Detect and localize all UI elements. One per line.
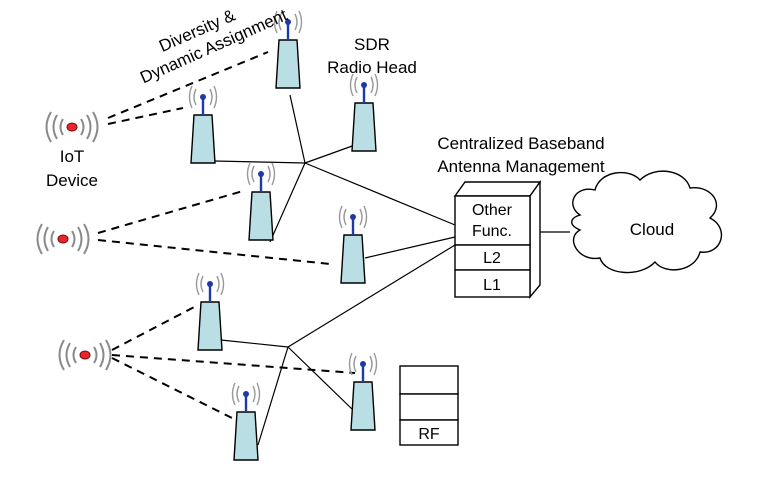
other-func-label-line1: Other	[472, 202, 513, 219]
fronthaul-links	[213, 94, 570, 446]
other-func-label-line2: Func.	[472, 223, 512, 240]
radio-head-icon	[231, 381, 261, 462]
radio-head-icon	[195, 271, 225, 352]
central-label-line1: Centralized Baseband	[437, 134, 604, 153]
l1-label: L1	[483, 277, 501, 294]
iot-device-icon	[58, 339, 112, 371]
radio-head-icon	[348, 351, 378, 432]
radio-head-icon	[246, 161, 276, 242]
radio-head-icon	[349, 72, 379, 153]
iot-device-icon	[45, 111, 99, 143]
radio-head-icon	[338, 204, 368, 285]
baseband-stack	[453, 179, 542, 299]
iot-label-line2: Device	[46, 171, 98, 190]
cloud-icon	[571, 170, 723, 274]
rf-label: RF	[418, 426, 440, 443]
iot-device-icon	[36, 223, 90, 255]
cloud-label: Cloud	[630, 220, 674, 239]
radio-head-icon	[188, 84, 218, 165]
sdr-label-line1: SDR	[354, 35, 390, 54]
central-label-line2: Antenna Management	[437, 157, 605, 176]
iot-label-line1: IoT	[60, 147, 85, 166]
sdr-label-line2: Radio Head	[327, 58, 417, 77]
rf-stack	[399, 365, 459, 446]
l2-label: L2	[483, 250, 501, 267]
radio-links	[97, 51, 356, 419]
